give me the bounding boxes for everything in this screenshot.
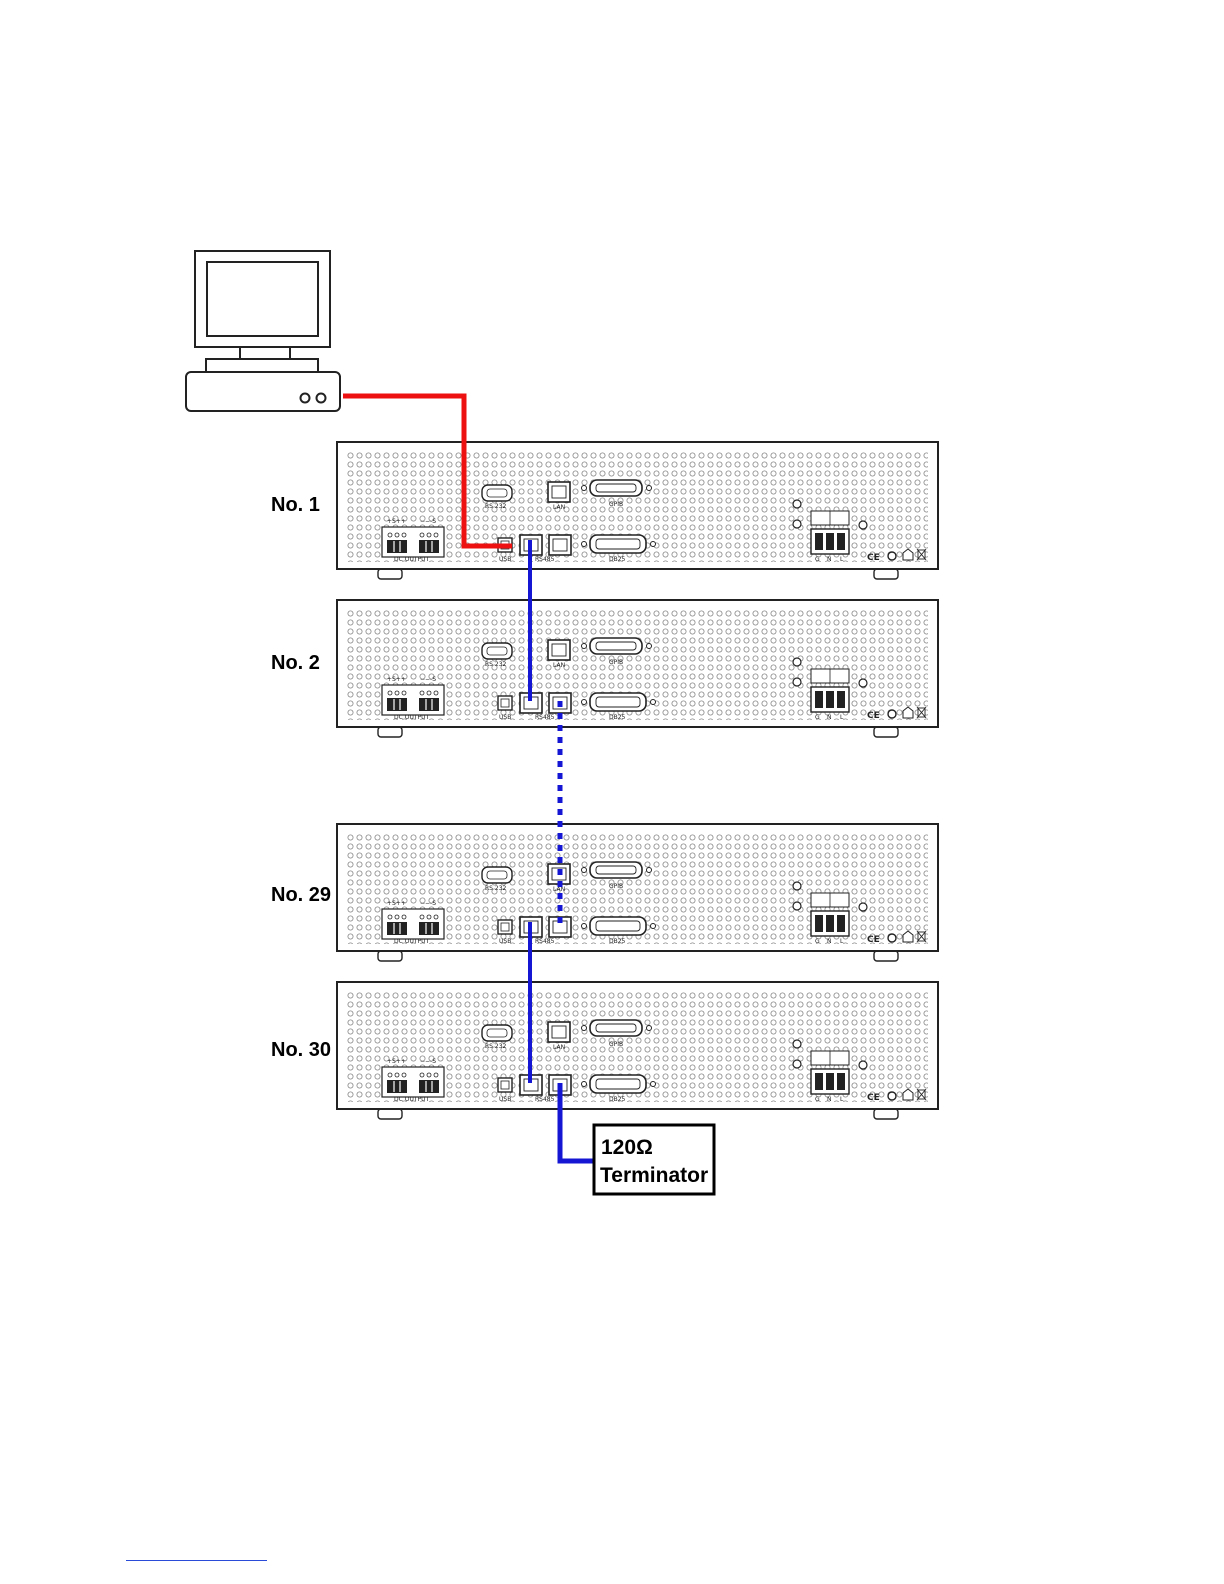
usb-label: USB: [499, 556, 511, 563]
dc-output-label: DC OUTPUT: [394, 556, 430, 563]
ac-ground-label: G: [815, 556, 820, 563]
db25-label: DB25: [609, 714, 626, 721]
terminator-value: 120Ω: [601, 1136, 653, 1159]
ac-ground-label: G: [815, 714, 820, 721]
usb-label: USB: [499, 938, 511, 945]
db25-label: DB25: [609, 556, 626, 563]
gpib-label: GPIB: [609, 1041, 623, 1048]
usb-label: USB: [499, 1096, 511, 1103]
unit-label-29: No. 29: [271, 884, 331, 906]
sense-negative-label: −−-S: [420, 676, 436, 683]
ac-neutral-label: N: [827, 714, 832, 721]
sense-positive-label: +S++: [387, 676, 406, 683]
usb-label: USB: [499, 714, 511, 721]
ac-neutral-label: N: [827, 938, 832, 945]
computer-icon: [186, 251, 340, 411]
unit-label-30: No. 30: [271, 1039, 331, 1061]
gpib-label: GPIB: [609, 883, 623, 890]
ac-ground-label: G: [815, 1096, 820, 1103]
gpib-label: GPIB: [609, 659, 623, 666]
lan-label: LAN: [553, 1044, 565, 1051]
ac-neutral-label: N: [827, 556, 832, 563]
rs485-label: RS485: [535, 1096, 555, 1103]
lan-label: LAN: [553, 886, 565, 893]
terminator-label: Terminator: [600, 1164, 708, 1187]
db25-label: DB25: [609, 1096, 626, 1103]
rs232-label: RS 232: [485, 1043, 507, 1050]
gpib-label: GPIB: [609, 501, 623, 508]
ac-neutral-label: N: [827, 1096, 832, 1103]
rs232-label: RS 232: [485, 503, 507, 510]
footnote-rule: [126, 1560, 267, 1561]
unit-label-1: No. 1: [271, 494, 320, 516]
dc-output-label: DC OUTPUT: [394, 1096, 430, 1103]
sense-negative-label: −−-S: [420, 900, 436, 907]
sense-positive-label: +S++: [387, 518, 406, 525]
dc-output-label: DC OUTPUT: [394, 714, 430, 721]
rs232-label: RS 232: [485, 661, 507, 668]
sense-negative-label: −−-S: [420, 1058, 436, 1065]
terminator-box: 120Ω Terminator: [594, 1125, 714, 1194]
rs485-label: RS485: [535, 938, 555, 945]
sense-positive-label: +S++: [387, 900, 406, 907]
rs232-label: RS 232: [485, 885, 507, 892]
sense-positive-label: +S++: [387, 1058, 406, 1065]
db25-label: DB25: [609, 938, 626, 945]
dc-output-label: DC OUTPUT: [394, 938, 430, 945]
lan-label: LAN: [553, 504, 565, 511]
lan-label: LAN: [553, 662, 565, 669]
ac-ground-label: G: [815, 938, 820, 945]
rs485-label: RS485: [535, 556, 555, 563]
unit-label-2: No. 2: [271, 652, 320, 674]
sense-negative-label: −−-S: [420, 518, 436, 525]
rs485-label: RS485: [535, 714, 555, 721]
